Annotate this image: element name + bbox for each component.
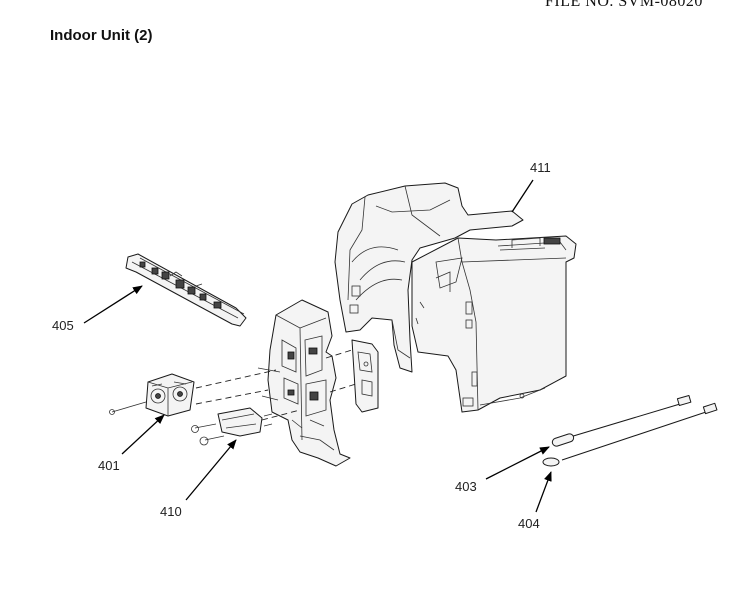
leader-411: [511, 179, 534, 213]
page-title: Indoor Unit (2): [50, 27, 153, 44]
callout-411: 411: [530, 160, 551, 175]
callout-401: 401: [98, 458, 120, 473]
bracket-410: [191, 407, 273, 446]
callout-410: 410: [160, 504, 182, 519]
sensor-parts: [542, 394, 718, 467]
control-box-assembly: [334, 182, 577, 413]
terminal-block-assembly: [125, 253, 247, 327]
pcb-mounting-plate: [351, 339, 379, 413]
leader-404: [535, 471, 552, 513]
callout-405: 405: [52, 318, 74, 333]
center-bracket-assembly: [257, 299, 351, 467]
callout-403: 403: [455, 479, 477, 494]
fan-component-401: [109, 373, 195, 417]
callout-404: 404: [518, 516, 540, 531]
leader-403: [485, 446, 550, 480]
leader-401: [121, 414, 165, 455]
leader-410: [185, 439, 237, 501]
leader-405: [83, 285, 143, 324]
file-number: FILE NO. SVM-08020: [545, 0, 703, 10]
